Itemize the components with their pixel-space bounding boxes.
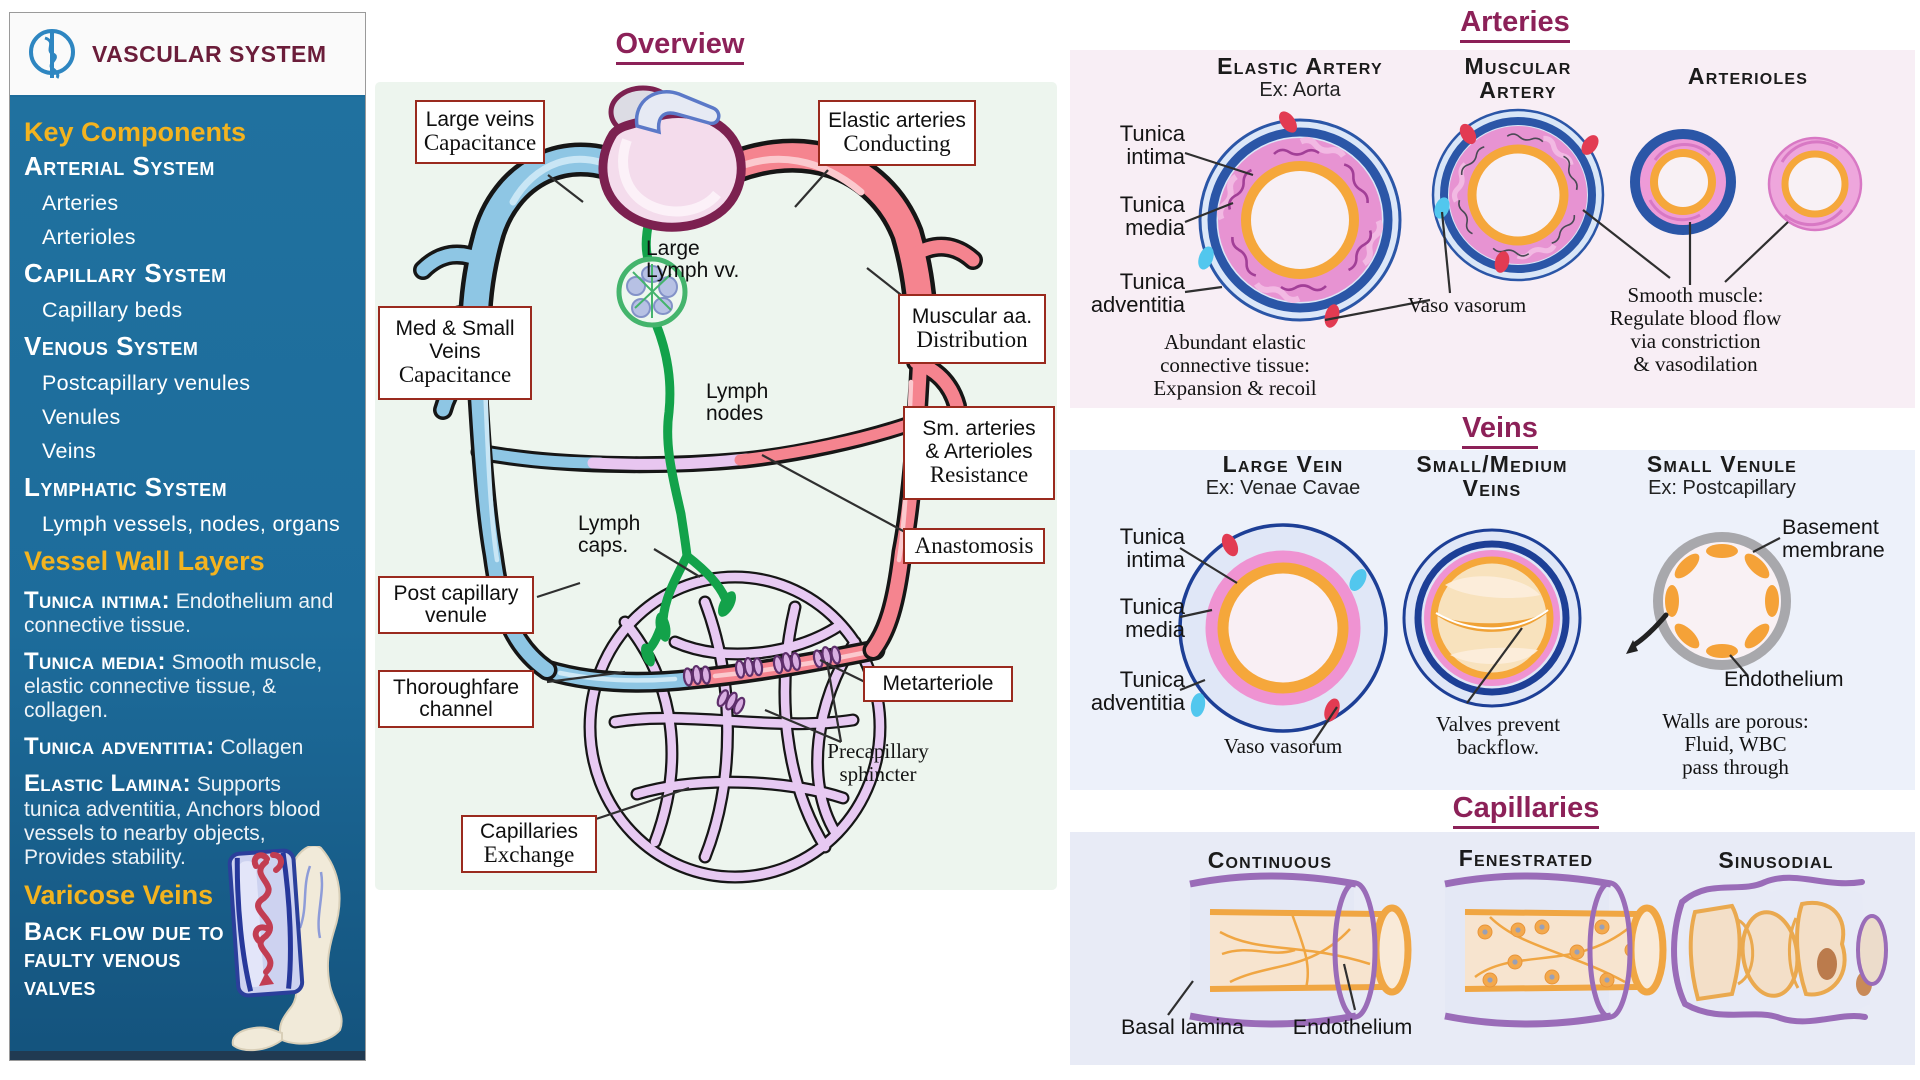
capillaries-title: Capillaries bbox=[1426, 792, 1626, 829]
app-title: VASCULAR SYSTEM bbox=[92, 40, 327, 67]
layer-term: Tunica intima: bbox=[24, 586, 170, 614]
arteries-tunica-intima-label: Tunica intima bbox=[1119, 121, 1185, 170]
sidebar-body: Key Components Arterial System Arteries … bbox=[10, 97, 365, 1060]
smooth-muscle-note: Smooth muscle: Regulate blood flow via c… bbox=[1609, 283, 1782, 377]
arteries-panel bbox=[1070, 50, 1915, 408]
arteries-tunica-adventitia-label: Tunica adventitia bbox=[1090, 269, 1185, 318]
small-venule-header: Small Venule Ex: Postcapillary bbox=[1646, 451, 1798, 500]
fenestrated-header: Fenestrated bbox=[1458, 845, 1594, 871]
callout-capillaries: Capillaries Exchange bbox=[461, 815, 597, 873]
capillaries-pointer-lines bbox=[1167, 963, 1357, 1016]
layer-desc: Collagen bbox=[220, 736, 304, 760]
fenestrations bbox=[1477, 919, 1640, 988]
sidebar-item-venules: Venules bbox=[42, 404, 121, 429]
small-venule-crosssection bbox=[1626, 532, 1791, 670]
callout-post-capillary-venule: Post capillary venule bbox=[378, 576, 534, 634]
capillaries-panel bbox=[1070, 832, 1915, 1065]
sidebar-item-capillary-beds: Capillary beds bbox=[42, 297, 183, 322]
layer-term: Tunica adventitia: bbox=[24, 733, 215, 761]
veins-title: Veins bbox=[1400, 412, 1600, 449]
label-lymph-nodes: Lymph nodes bbox=[706, 380, 769, 426]
label-precapillary-sphincter: Precapillary sphincter bbox=[827, 739, 929, 787]
sidebar-section-arterial: Arterial System bbox=[24, 151, 215, 181]
veins-panel bbox=[1070, 450, 1915, 790]
callout-sm-arteries: Sm. arteries & Arterioles Resistance bbox=[903, 406, 1055, 500]
layer-term: Tunica media: bbox=[24, 647, 166, 675]
arteries-pointer-lines bbox=[1184, 151, 1789, 322]
elastic-artery-crosssection bbox=[1198, 111, 1402, 328]
heart bbox=[598, 85, 746, 232]
arterioles-header: Arterioles bbox=[1687, 63, 1809, 89]
endothelium-label: Endothelium bbox=[1724, 667, 1844, 691]
arteriole-small-crosssection bbox=[1767, 136, 1863, 232]
sinusoidal-capillary bbox=[1671, 874, 1888, 1025]
sidebar-item-lymph-vessels: Lymph vessels, nodes, organs bbox=[42, 511, 341, 536]
layer-tunica-media: Tunica media: Smooth muscle, elastic con… bbox=[24, 648, 355, 723]
precapillary-sphincters bbox=[682, 645, 842, 715]
layer-term: Elastic Lamina: bbox=[24, 770, 191, 798]
sidebar-item-postcapillary-venules: Postcapillary venules bbox=[42, 370, 251, 395]
sidebar-section-venous: Venous System bbox=[24, 330, 199, 361]
arteriole-large-crosssection bbox=[1630, 129, 1736, 235]
sidebar-item-arterioles: Arterioles bbox=[42, 224, 136, 249]
callout-anastomosis: Anastomosis bbox=[903, 528, 1045, 564]
large-vein-header: Large Vein Ex: Venae Cavae bbox=[1205, 451, 1361, 500]
muscular-artery-crosssection bbox=[1431, 108, 1605, 282]
layer-desc: Supports tunica adventitia, Anchors bloo… bbox=[24, 773, 321, 869]
sidebar-item-veins: Veins bbox=[42, 438, 97, 463]
overview-title: Overview bbox=[560, 28, 800, 65]
sidebar-section-capillary: Capillary System bbox=[24, 257, 227, 288]
sidebar-item-arteries: Arteries bbox=[42, 190, 119, 215]
layer-tunica-adventitia: Tunica adventitia: Collagen bbox=[24, 733, 355, 760]
veins-vaso-vasorum-label: Vaso vasorum bbox=[1223, 734, 1343, 758]
arteries-tunica-media-label: Tunica media bbox=[1119, 192, 1185, 241]
lymph-vessel bbox=[616, 187, 737, 667]
muscular-artery-header: Muscular Artery bbox=[1464, 53, 1572, 104]
small-medium-veins-header: Small/Medium Veins bbox=[1416, 451, 1568, 502]
varicose-note: Back flow due to faulty venous valves bbox=[24, 917, 224, 1001]
sinusodial-header: Sinusodial bbox=[1718, 847, 1834, 873]
valves-note: Valves prevent backflow. bbox=[1435, 712, 1561, 760]
veins-pointer-lines bbox=[1179, 537, 1781, 744]
veins-tunica-adventitia-label: Tunica adventitia bbox=[1090, 667, 1185, 716]
continuous-header: Continuous bbox=[1207, 847, 1333, 873]
layer-desc: Endothelium and connective tissue. bbox=[24, 589, 334, 637]
varicose-leg-illustration bbox=[227, 846, 343, 1052]
rod-of-asclepius-icon bbox=[29, 29, 75, 79]
layer-elastic-lamina: Elastic Lamina: Supports tunica adventit… bbox=[24, 770, 324, 869]
endothelium-lobes bbox=[1665, 544, 1779, 658]
callout-muscular-aa: Muscular aa. Distribution bbox=[898, 294, 1046, 364]
sidebar: VASCULAR SYSTEM Key Components Arterial … bbox=[9, 12, 366, 1061]
pointer-lines bbox=[536, 169, 906, 821]
layer-tunica-intima: Tunica intima: Endothelium and connectiv… bbox=[24, 587, 355, 638]
callout-thoroughfare-channel: Thoroughfare channel bbox=[378, 670, 534, 728]
elastic-note: Abundant elastic connective tissue: Expa… bbox=[1153, 330, 1317, 401]
arteries-title: Arteries bbox=[1415, 6, 1615, 43]
veins-tunica-media-label: Tunica media bbox=[1119, 594, 1185, 643]
large-vein-crosssection bbox=[1178, 523, 1388, 733]
label-large-lymph: Large Lymph vv. bbox=[646, 237, 740, 283]
basal-lamina-label: Basal lamina bbox=[1120, 1015, 1245, 1039]
elastic-artery-header: Elastic Artery Ex: Aorta bbox=[1217, 53, 1383, 102]
callout-large-veins: Large veins Capacitance bbox=[415, 100, 545, 164]
callout-elastic-arteries: Elastic arteries Conducting bbox=[818, 100, 976, 166]
varicose-veins-heading: Varicose Veins bbox=[24, 879, 214, 910]
arteries-vaso-vasorum-label: Vaso vasorum bbox=[1407, 293, 1527, 317]
small-medium-vein-crosssection bbox=[1402, 528, 1582, 708]
key-components-heading: Key Components bbox=[24, 117, 247, 147]
sidebar-section-lymphatic: Lymphatic System bbox=[24, 471, 228, 502]
basement-membrane-label: Basement membrane bbox=[1782, 515, 1885, 562]
callout-med-small-veins: Med & Small Veins Capacitance bbox=[378, 306, 532, 400]
label-lymph-caps: Lymph caps. bbox=[578, 512, 641, 558]
anastomosis-vessel bbox=[470, 415, 919, 474]
veins-tunica-intima-label: Tunica intima bbox=[1119, 524, 1185, 573]
layer-desc: Smooth muscle, elastic connective tissue… bbox=[24, 650, 323, 723]
vessel-wall-heading: Vessel Wall Layers bbox=[24, 545, 265, 576]
sidebar-header: VASCULAR SYSTEM bbox=[10, 13, 365, 97]
porous-note: Walls are porous: Fluid, WBC pass throug… bbox=[1662, 709, 1809, 780]
capillary-endothelium-label: Endothelium bbox=[1292, 1015, 1413, 1039]
fenestrated-capillary bbox=[1444, 872, 1667, 1028]
callout-metarteriole: Metarteriole bbox=[863, 666, 1013, 702]
